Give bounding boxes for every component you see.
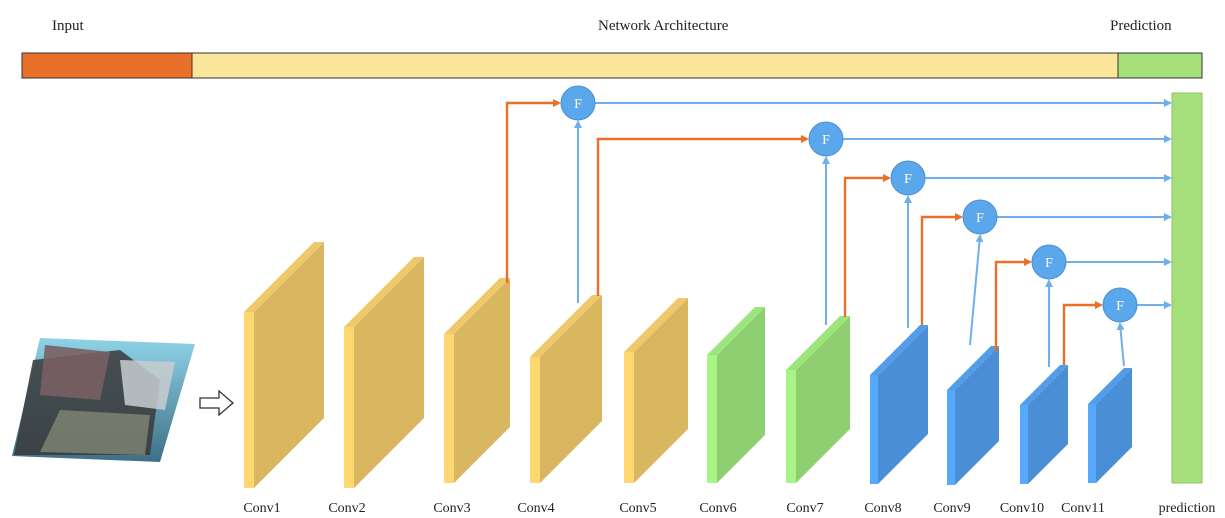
- conv-layer-edge: [1020, 405, 1028, 484]
- conv-label-3: Conv3: [433, 501, 470, 516]
- conv-layer-face: [878, 325, 928, 484]
- conv-layer-edge: [707, 355, 717, 483]
- fusion-node-label: F: [822, 133, 830, 148]
- fusion-node-label: F: [574, 97, 582, 112]
- conv-layer-face: [454, 278, 510, 483]
- conv-layer-top: [530, 295, 602, 357]
- conv-layer-face: [717, 307, 765, 483]
- conv-layer-face: [354, 257, 424, 488]
- skip-arrow-4: [920, 213, 963, 325]
- skip-arrow-6: [1062, 301, 1103, 365]
- conv-label-5: Conv5: [619, 501, 656, 516]
- conv-layer-7: [786, 316, 850, 483]
- conv-label-10: Conv10: [1000, 501, 1044, 516]
- conv-label-4: Conv4: [517, 501, 554, 516]
- up-arrow-6: [1116, 322, 1125, 367]
- input-arrow-icon: [199, 389, 234, 417]
- conv-layer-edge: [244, 312, 254, 488]
- conv-label-9: Conv9: [933, 501, 970, 516]
- fusion-node-label: F: [1045, 256, 1053, 271]
- skip-arrow-3: [843, 174, 891, 317]
- conv-layer-edge: [344, 327, 354, 488]
- conv-layer-edge: [444, 334, 454, 483]
- fusion-node-label: F: [904, 172, 912, 187]
- conv-layer-top: [444, 278, 510, 334]
- conv-layer-face: [1096, 368, 1132, 483]
- conv-layer-top: [1020, 365, 1068, 405]
- input-image: [12, 338, 195, 462]
- conv-layer-edge: [786, 370, 796, 483]
- conv-layer-edge: [1088, 404, 1096, 483]
- conv-label-6: Conv6: [699, 501, 736, 516]
- conv-layer-top: [244, 242, 324, 312]
- up-arrow-4: [969, 234, 984, 346]
- conv-layer-edge: [624, 352, 634, 483]
- conv-layer-top: [947, 346, 999, 390]
- conv-layer-face: [254, 242, 324, 488]
- conv-layer-edge: [870, 375, 878, 484]
- fusion-node-6: F: [1102, 287, 1138, 323]
- conv-layer-edge: [530, 357, 540, 483]
- conv-layer-3: [444, 278, 510, 483]
- conv-layer-face: [796, 316, 850, 483]
- fusion-node-1: F: [560, 85, 596, 121]
- fusion-node-4: F: [962, 199, 998, 235]
- conv-label-7: Conv7: [786, 501, 823, 516]
- network-architecture-label: Network Architecture: [598, 18, 729, 34]
- conv-layer-face: [634, 298, 688, 483]
- fusion-node-2: F: [808, 121, 844, 157]
- conv-layer-top: [344, 257, 424, 327]
- fusion-node-5: F: [1031, 244, 1067, 280]
- conv-layer-5: [624, 298, 688, 483]
- prediction-output-label: prediction: [1159, 501, 1216, 516]
- conv-layer-9: [947, 346, 999, 485]
- input-stage-bar: [21, 52, 193, 79]
- prediction-stage-bar: [1117, 52, 1203, 79]
- input-label: Input: [52, 18, 84, 34]
- conv-layer-top: [786, 316, 850, 370]
- conv-layer-11: [1088, 368, 1132, 483]
- conv-layer-4: [530, 295, 602, 483]
- conv-label-11: Conv11: [1061, 501, 1105, 516]
- conv-layer-edge: [947, 390, 955, 485]
- conv-layer-face: [540, 295, 602, 483]
- conv-layer-top: [870, 325, 928, 375]
- prediction-label: Prediction: [1110, 18, 1172, 34]
- conv-label-2: Conv2: [328, 501, 365, 516]
- fusion-node-label: F: [1116, 299, 1124, 314]
- conv-label-8: Conv8: [864, 501, 901, 516]
- prediction-block: [1171, 92, 1203, 484]
- conv-layer-face: [1028, 365, 1068, 484]
- skip-arrow-2: [596, 135, 809, 296]
- conv-layer-1: [244, 242, 324, 488]
- conv-layer-6: [707, 307, 765, 483]
- conv-layer-top: [624, 298, 688, 352]
- conv-label-1: Conv1: [243, 501, 280, 516]
- fusion-node-label: F: [976, 211, 984, 226]
- conv-layer-face: [955, 346, 999, 485]
- conv-layer-10: [1020, 365, 1068, 484]
- fusion-node-3: F: [890, 160, 926, 196]
- conv-layer-top: [1088, 368, 1132, 404]
- network-stage-bar: [191, 52, 1119, 79]
- conv-layer-8: [870, 325, 928, 484]
- skip-arrow-1: [505, 99, 561, 283]
- skip-arrow-5: [994, 258, 1032, 352]
- conv-layer-2: [344, 257, 424, 488]
- conv-layer-top: [707, 307, 765, 355]
